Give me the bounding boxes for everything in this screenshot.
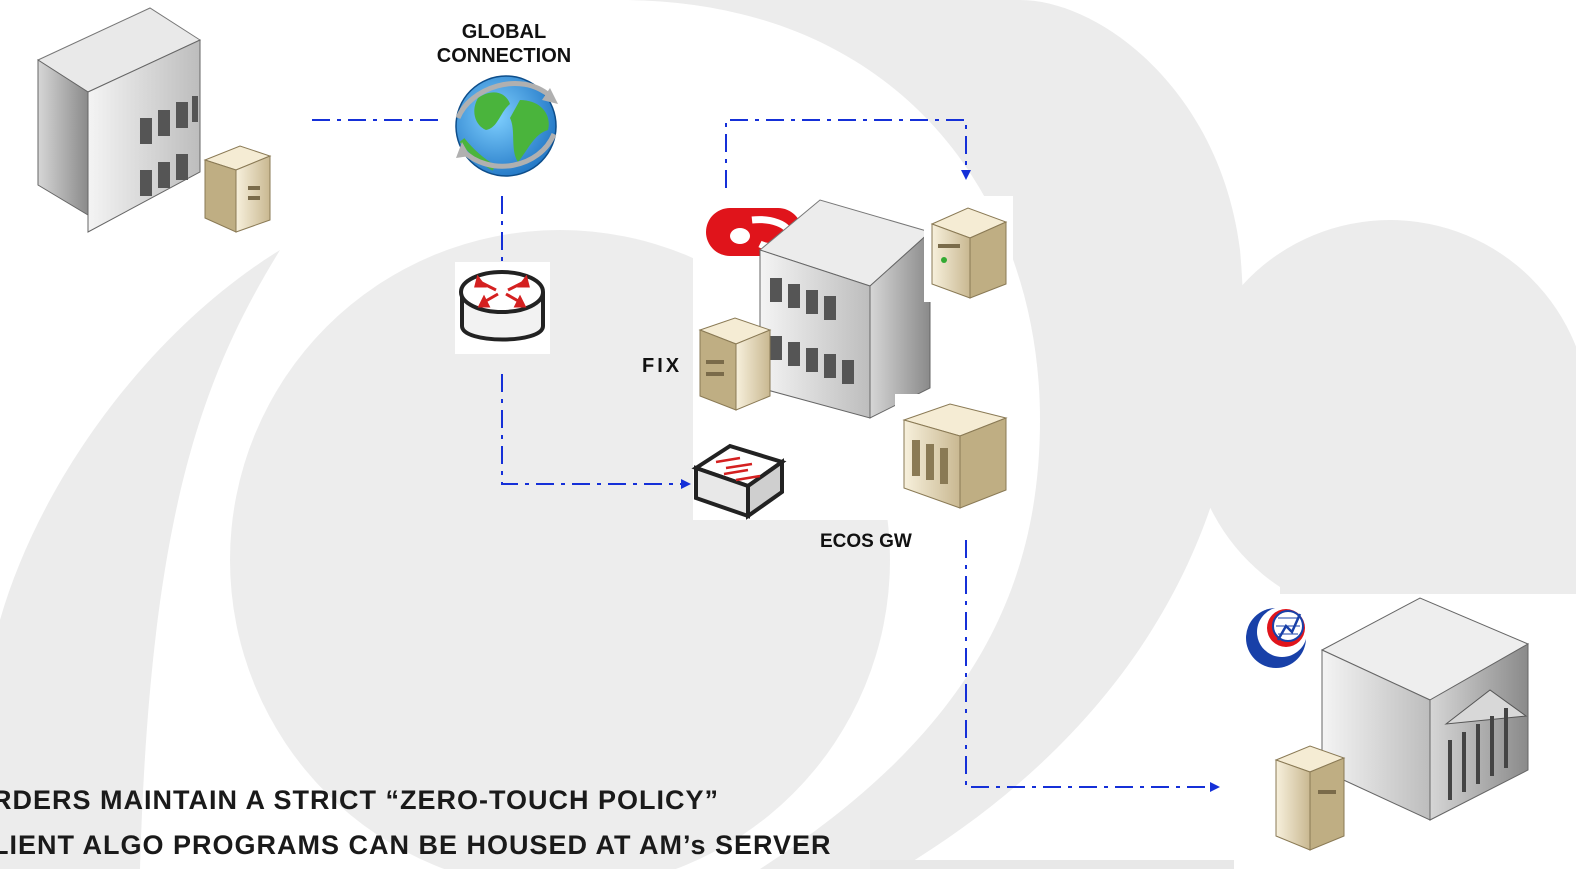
ecos-gw-label: ECOS GW xyxy=(820,531,912,552)
global-connection-label: GLOBAL CONNECTION xyxy=(436,21,572,67)
office-building-with-server-icon xyxy=(8,6,296,250)
server-rack-icon xyxy=(895,394,1013,520)
connector-router-to-switch xyxy=(501,374,691,489)
policy-note: RDERS MAINTAIN A STRICT “ZERO-TOUCH POLI… xyxy=(0,785,719,815)
algo-note: LIENT ALGO PROGRAMS CAN BE HOUSED AT AM’… xyxy=(0,830,832,860)
exchange-building-icon xyxy=(1234,594,1576,869)
fix-server-icon xyxy=(698,317,772,411)
exchange-logo-icon xyxy=(1246,607,1307,668)
fix-label: FIX xyxy=(642,355,683,377)
router-icon xyxy=(455,262,550,354)
connector-ecos-to-exchange xyxy=(965,540,1220,792)
broker-site xyxy=(691,196,1013,520)
network-switch-icon xyxy=(691,443,787,520)
oms-server-icon xyxy=(924,200,1012,302)
am-logo-icon xyxy=(696,200,816,262)
globe-icon xyxy=(447,72,566,182)
connector-loop-to-oms xyxy=(725,119,971,188)
